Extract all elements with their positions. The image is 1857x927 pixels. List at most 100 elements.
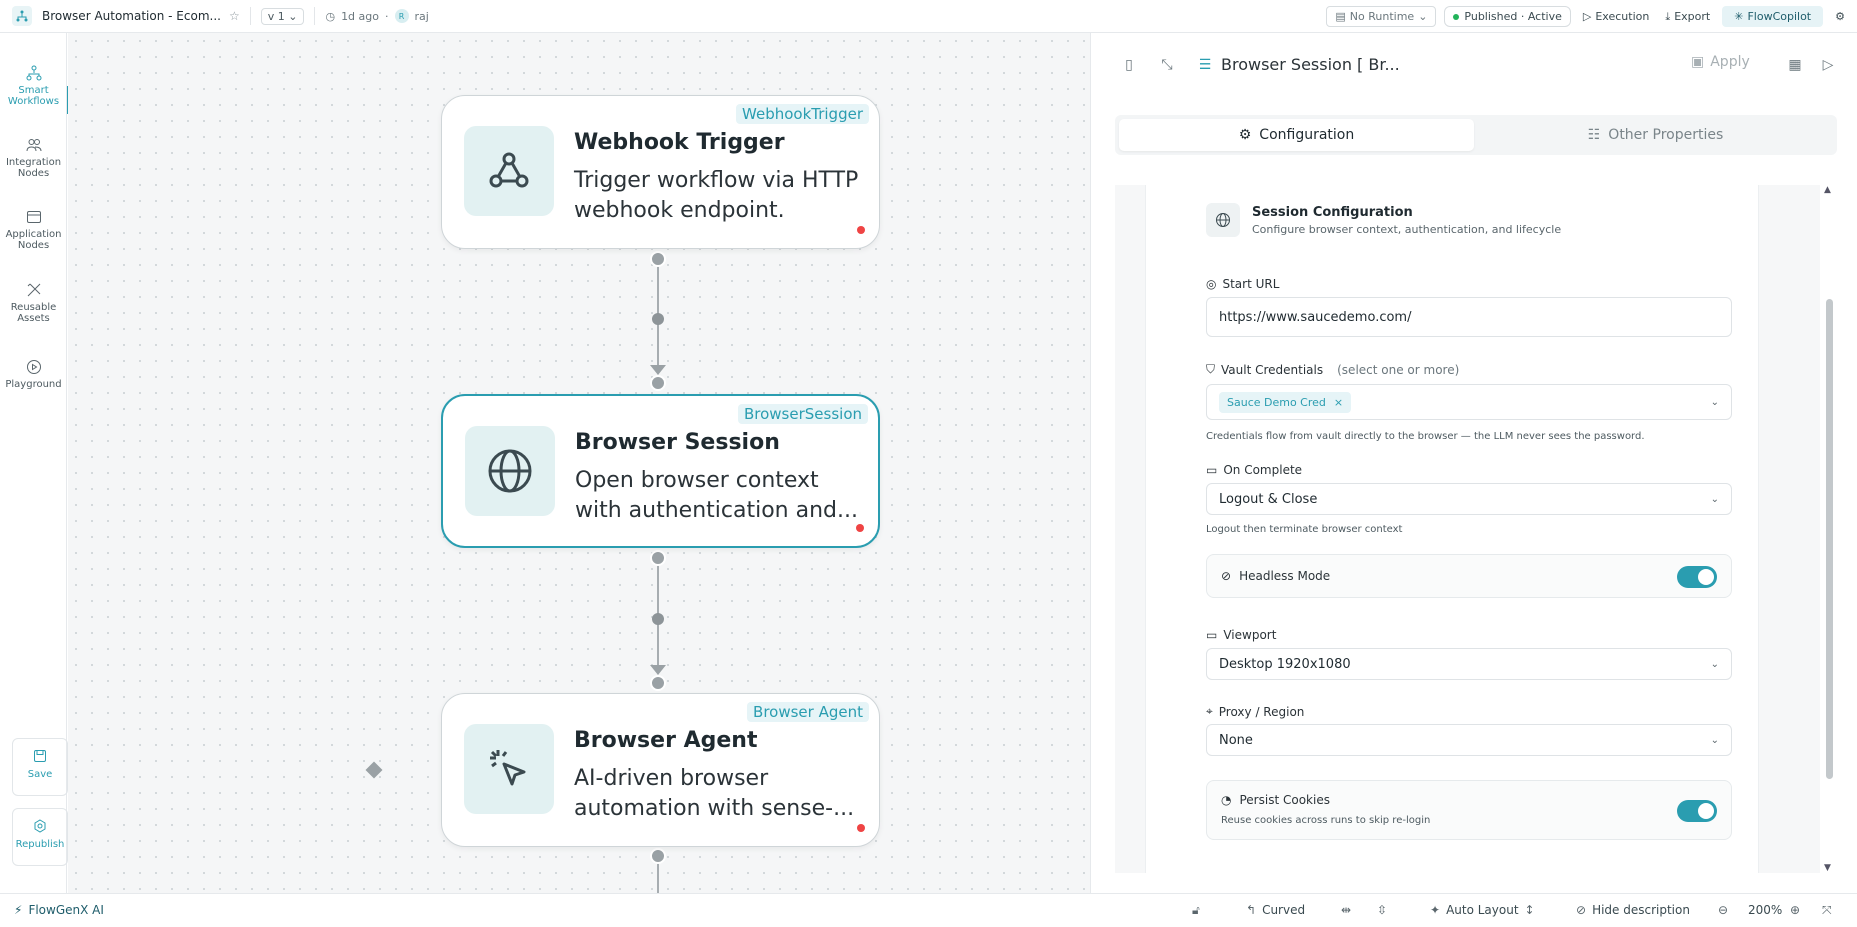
align-vertical-icon[interactable]: ⇳ xyxy=(1377,903,1388,917)
republish-label: Republish xyxy=(15,839,65,850)
tab-configuration[interactable]: ⚙Configuration xyxy=(1119,119,1474,151)
republish-button[interactable]: Republish xyxy=(12,808,68,866)
hide-description-button[interactable]: ⊘Hide description xyxy=(1576,903,1690,917)
rail-item-reusable-assets[interactable]: Reusable Assets xyxy=(0,282,67,324)
edge-line xyxy=(657,555,659,665)
tab-other-properties[interactable]: ☷Other Properties xyxy=(1478,119,1833,151)
node-type-tag: Browser Agent xyxy=(747,702,869,722)
input-port[interactable] xyxy=(650,375,666,391)
webhook-icon xyxy=(464,126,554,216)
rail-item-playground[interactable]: Playground xyxy=(0,359,67,390)
persist-cookies-row: ◔Persist Cookies Reuse cookies across ru… xyxy=(1206,780,1732,840)
sidebar-toggle-icon[interactable]: ▯ xyxy=(1125,57,1133,73)
start-url-label: ◎Start URL xyxy=(1206,277,1279,291)
output-port[interactable] xyxy=(650,848,666,864)
arrow-head-icon xyxy=(650,365,666,375)
map-pin-icon: ⌖ xyxy=(1206,704,1213,718)
magic-wand-icon: ✦ xyxy=(1430,903,1441,917)
align-horizontal-icon[interactable]: ⇹ xyxy=(1341,903,1352,917)
rail-item-application-nodes[interactable]: Application Nodes xyxy=(0,209,67,251)
node-webhook-trigger[interactable]: WebhookTrigger Webhook Trigger Trigger w… xyxy=(441,95,880,249)
edge-style-button[interactable]: ↰Curved xyxy=(1246,903,1305,917)
rail-item-integration-nodes[interactable]: Integration Nodes xyxy=(0,137,67,179)
input-value: https://www.saucedemo.com/ xyxy=(1219,309,1412,325)
node-description: AI-driven browser automation with sense-… xyxy=(574,766,855,821)
left-rail: Smart Workflows Integration Nodes Applic… xyxy=(0,33,68,893)
scroll-up-arrow-icon[interactable]: ▲ xyxy=(1824,185,1831,195)
brand: ⚡FlowGenX AI xyxy=(14,903,104,917)
input-port[interactable] xyxy=(650,675,666,691)
zoom-level: 200% xyxy=(1748,903,1783,917)
viewport-select[interactable]: Desktop 1920x1080 ⌄ xyxy=(1206,648,1732,680)
vault-credentials-label: ⛉Vault Credentials(select one or more) xyxy=(1206,362,1459,377)
headless-label: ⊘Headless Mode xyxy=(1221,569,1330,583)
status-badge[interactable]: Published · Active xyxy=(1444,6,1571,27)
credential-chip: Sauce Demo Cred× xyxy=(1219,391,1352,413)
proxy-region-select[interactable]: None ⌄ xyxy=(1206,724,1732,756)
star-icon[interactable]: ☆ xyxy=(228,9,240,23)
vault-credentials-select[interactable]: Sauce Demo Cred× ⌄ xyxy=(1206,384,1732,420)
workflow-title[interactable]: Browser Automation - Ecom... xyxy=(42,9,221,23)
workflow-app-icon[interactable] xyxy=(12,6,32,26)
start-url-input[interactable]: https://www.saucedemo.com/ xyxy=(1206,297,1732,337)
export-button[interactable]: ⤓Export xyxy=(1661,10,1714,24)
zoom-out-icon[interactable]: ⊖ xyxy=(1718,903,1729,917)
status-dot xyxy=(1453,13,1460,20)
left-port-diamond[interactable] xyxy=(365,761,383,779)
rail-item-smart-workflows[interactable]: Smart Workflows xyxy=(0,65,67,107)
persist-cookies-subtext: Reuse cookies across runs to skip re-log… xyxy=(1221,815,1431,826)
remove-chip-close-icon[interactable]: × xyxy=(1333,395,1344,409)
node-description: Open browser context with authentication… xyxy=(575,468,858,523)
rail-item-label: Application Nodes xyxy=(5,229,62,251)
eye-off-icon: ⊘ xyxy=(1576,903,1587,917)
chevron-down-icon: ⌄ xyxy=(1710,734,1719,746)
edge-midpoint[interactable] xyxy=(652,613,664,625)
label-text: On Complete xyxy=(1223,463,1303,477)
version-select[interactable]: v 1 ⌄ xyxy=(260,7,305,25)
node-browser-session[interactable]: BrowserSession Browser Session Open brow… xyxy=(441,394,880,548)
node-type-tag: WebhookTrigger xyxy=(736,104,869,124)
flowcopilot-button[interactable]: ✳FlowCopilot xyxy=(1722,6,1824,27)
persist-cookies-toggle[interactable] xyxy=(1677,800,1717,822)
save-button[interactable]: Save xyxy=(12,738,68,796)
fit-view-icon[interactable]: ⤧ xyxy=(1822,903,1832,917)
workflow-canvas[interactable]: WebhookTrigger Webhook Trigger Trigger w… xyxy=(68,33,1090,893)
lock-icon[interactable]: 🔓︎ xyxy=(1192,903,1200,917)
edge-style-label: Curved xyxy=(1262,903,1306,917)
divider xyxy=(314,7,316,25)
headless-mode-row: ⊘Headless Mode xyxy=(1206,554,1732,598)
persist-cookies-label: ◔Persist Cookies xyxy=(1221,793,1330,807)
section-header: Session Configuration Configure browser … xyxy=(1206,203,1561,237)
auto-layout-button[interactable]: ✦Auto Layout↕ xyxy=(1430,903,1535,917)
sliders-icon: ⚙ xyxy=(1238,127,1252,143)
chevron-down-icon: ⌄ xyxy=(1710,658,1719,670)
select-value: None xyxy=(1219,732,1253,748)
scroll-down-arrow-icon[interactable]: ▼ xyxy=(1824,863,1831,873)
play-circle-icon[interactable]: ▷ xyxy=(1822,57,1834,73)
panel-header: ▯ ⤡ ☰ Browser Session [ Br... ▣Apply ▦ ▷ xyxy=(1091,33,1857,97)
on-complete-select[interactable]: Logout & Close⌄ xyxy=(1206,483,1732,515)
output-port[interactable] xyxy=(650,550,666,566)
label-text: Persist Cookies xyxy=(1239,793,1330,807)
headless-toggle[interactable] xyxy=(1677,566,1717,588)
output-port[interactable] xyxy=(650,251,666,267)
globe-icon: ◎ xyxy=(1206,277,1217,291)
collapse-icon[interactable]: ⤡ xyxy=(1161,57,1173,73)
node-title: Browser Agent xyxy=(574,728,758,753)
zoom-in-icon[interactable]: ⊕ xyxy=(1790,903,1801,917)
node-browser-agent[interactable]: Browser Agent Browser Agent AI-driven br… xyxy=(441,693,880,847)
edge-midpoint[interactable] xyxy=(652,313,664,325)
form-scroll-area[interactable]: Session Configuration Configure browser … xyxy=(1115,185,1820,873)
window-icon xyxy=(26,211,41,223)
apply-button[interactable]: ▣Apply xyxy=(1691,54,1750,70)
layout-icon[interactable]: ▦ xyxy=(1788,57,1802,73)
runtime-select[interactable]: ▤No Runtime⌄ xyxy=(1326,6,1437,27)
save-label: Save xyxy=(27,769,53,780)
download-icon: ⤓ xyxy=(1665,9,1671,23)
execution-button[interactable]: ▷Execution xyxy=(1579,10,1653,23)
edge-line xyxy=(657,255,659,365)
select-value: Desktop 1920x1080 xyxy=(1219,656,1351,672)
settings-gear-icon[interactable]: ⚙ xyxy=(1835,10,1845,23)
scrollbar-thumb[interactable] xyxy=(1826,299,1833,779)
scrollbar[interactable]: ▲ ▼ xyxy=(1824,185,1834,873)
